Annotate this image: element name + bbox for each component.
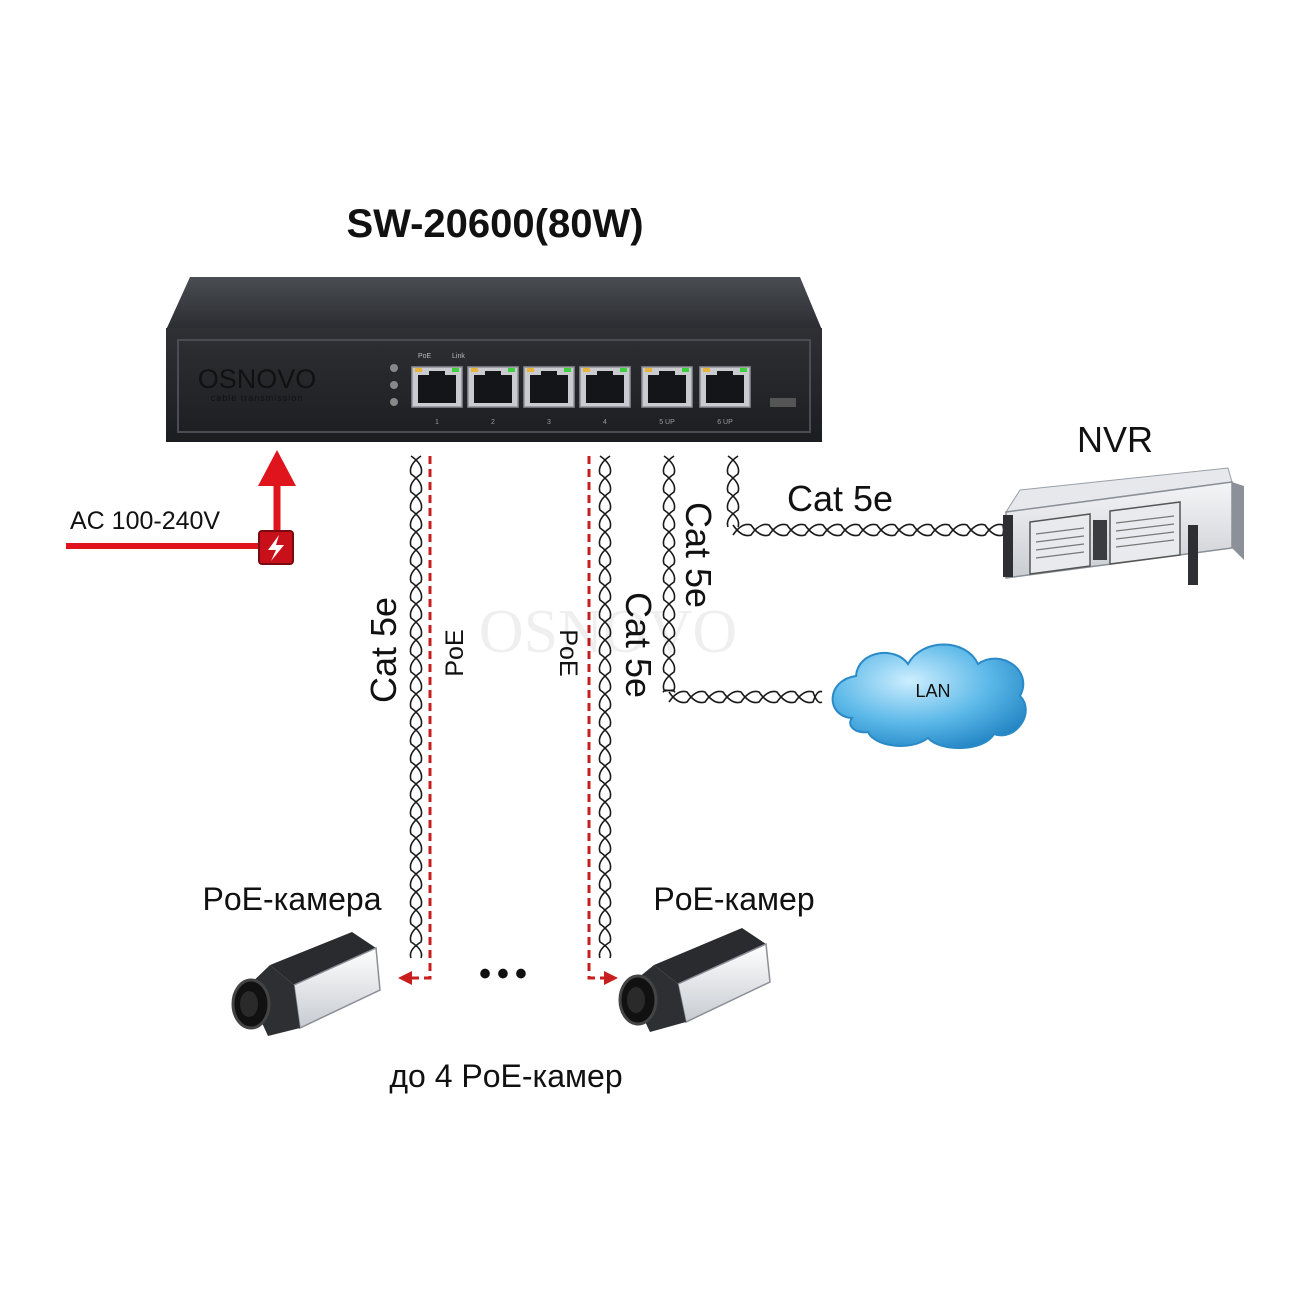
port-label: 6 UP bbox=[717, 419, 733, 426]
twisted-pair-cable bbox=[598, 455, 612, 959]
ellipsis: ••• bbox=[479, 955, 533, 993]
twisted-pair-cable bbox=[668, 690, 823, 704]
poe-label-left: PoE bbox=[441, 629, 469, 676]
led-header-poe: PoE bbox=[418, 353, 432, 360]
ethernet-port: 1 bbox=[411, 366, 463, 426]
cable-label-lan: Cat 5e bbox=[678, 502, 719, 608]
diagram-title: SW-20600(80W) bbox=[346, 202, 643, 246]
ethernet-port: 5 UP bbox=[641, 366, 693, 426]
power-arrow-head bbox=[258, 450, 296, 486]
ethernet-port: 2 bbox=[467, 366, 519, 426]
twisted-pair-cable bbox=[726, 455, 740, 528]
bottom-caption: до 4 PoE-камер bbox=[389, 1058, 622, 1094]
lightning-icon bbox=[268, 535, 284, 561]
ethernet-port: 6 UP bbox=[699, 366, 751, 426]
cable-label-left: Cat 5e bbox=[363, 597, 404, 703]
power-label: AC 100-240V bbox=[70, 507, 220, 535]
port-label: 1 bbox=[435, 419, 439, 426]
switch-brand: OSNOVO bbox=[198, 364, 317, 394]
poe-line bbox=[587, 456, 618, 985]
port-label: 2 bbox=[491, 419, 495, 426]
poe-switch: OSNOVO cable transmission PoE Link 1 2 3 4 5… bbox=[166, 277, 822, 442]
switch-brand-tagline: cable transmission bbox=[211, 393, 304, 403]
ethernet-port: 3 bbox=[523, 366, 575, 426]
cable-label-center: Cat 5e bbox=[618, 592, 659, 698]
switch-ports: 1 2 3 4 5 UP 6 UP bbox=[411, 366, 751, 426]
twisted-pair-cable bbox=[662, 455, 676, 693]
port-label: 3 bbox=[547, 419, 551, 426]
power-input: AC 100-240V bbox=[66, 450, 296, 565]
poe-camera-left bbox=[231, 932, 381, 1036]
status-led bbox=[390, 398, 398, 406]
lan-label: LAN bbox=[915, 681, 950, 701]
lan-cloud: LAN bbox=[831, 643, 1027, 749]
cable-label-nvr: Cat 5e bbox=[787, 478, 893, 519]
status-led bbox=[390, 381, 398, 389]
poe-label-right: PoE bbox=[554, 629, 582, 676]
cloud-icon bbox=[831, 643, 1027, 749]
poe-camera-right bbox=[618, 928, 771, 1032]
twisted-pair-cable bbox=[409, 455, 423, 959]
status-led bbox=[390, 364, 398, 372]
nvr-device: NVR bbox=[1003, 419, 1244, 585]
switch-panel-frame bbox=[177, 339, 811, 433]
switch-top-surface bbox=[166, 277, 822, 330]
ethernet-port: 4 bbox=[579, 366, 631, 426]
arrow-icon bbox=[398, 971, 412, 985]
port-label: 4 bbox=[603, 419, 607, 426]
camera-label-left: PoE-камера bbox=[202, 881, 381, 917]
led-header-link: Link bbox=[452, 353, 465, 360]
arrow-icon bbox=[604, 971, 618, 985]
nvr-label: NVR bbox=[1077, 419, 1153, 460]
port-label: 5 UP bbox=[659, 419, 675, 426]
cables-layer bbox=[398, 455, 1007, 985]
dip-switch bbox=[770, 398, 796, 407]
poe-line bbox=[398, 456, 432, 985]
twisted-pair-cable bbox=[732, 523, 1007, 537]
watermark-logo: OSNOVO bbox=[479, 598, 737, 666]
camera-label-right: PoE-камер bbox=[653, 881, 814, 917]
